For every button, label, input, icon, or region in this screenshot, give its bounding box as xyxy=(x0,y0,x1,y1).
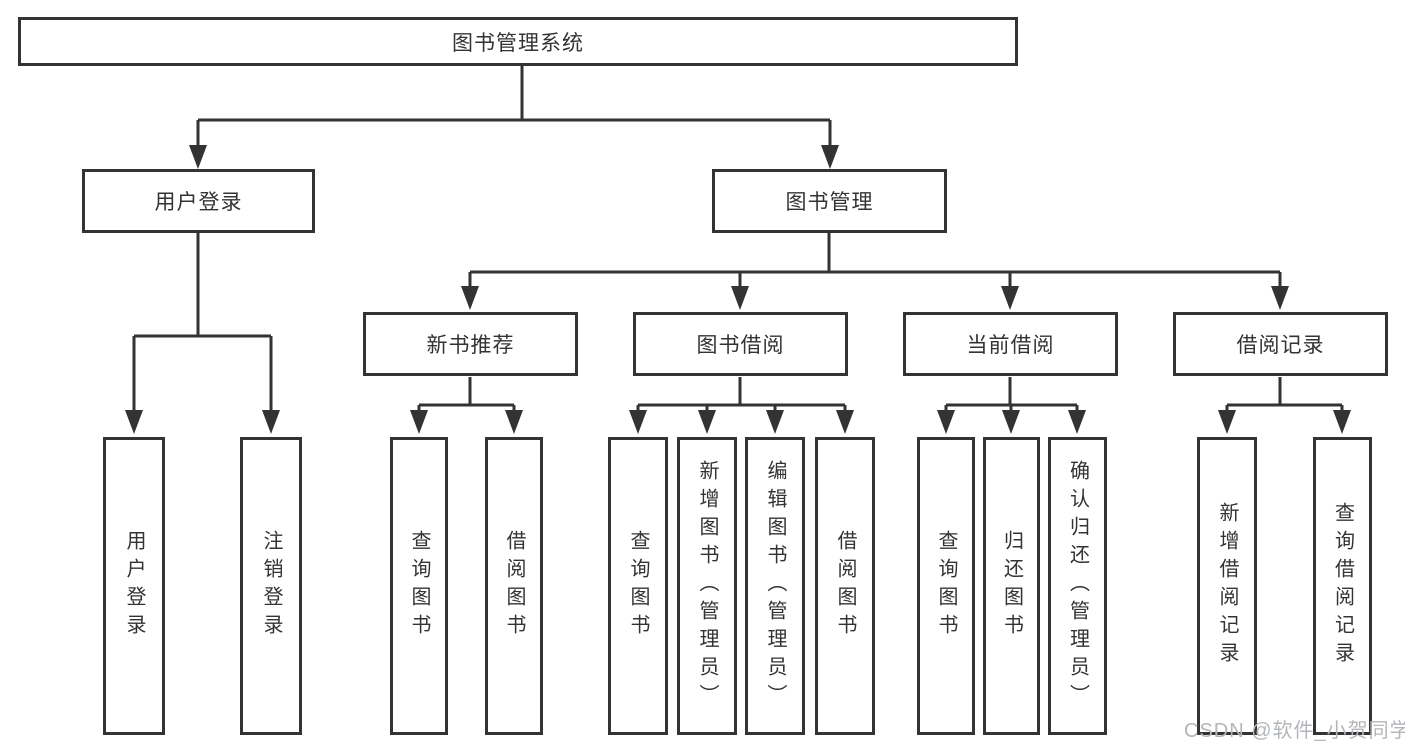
node-label: 图书管理系统 xyxy=(452,31,584,55)
arrowhead-icon xyxy=(1333,410,1351,434)
leaf-add-borrow-record: 新增借阅记录 xyxy=(1197,437,1257,735)
arrowhead-icon xyxy=(125,410,143,434)
node-label: 查询借阅记录 xyxy=(1331,502,1354,670)
connector-root-to-level2 xyxy=(196,66,832,148)
node-borrow-records: 借阅记录 xyxy=(1173,312,1388,376)
leaf-return-book: 归还图书 xyxy=(983,437,1040,735)
node-label: 新书推荐 xyxy=(426,334,515,357)
leaf-query-borrow-record: 查询借阅记录 xyxy=(1313,437,1372,735)
arrowhead-icon xyxy=(1271,286,1289,310)
arrowhead-icon xyxy=(629,410,647,434)
arrowhead-icon xyxy=(461,286,479,310)
leaf-add-book-admin: 新增图书（管理员） xyxy=(677,437,737,735)
leaf-borrow-books-borrowing: 借阅图书 xyxy=(815,437,875,735)
connector-currentborrow-to-children xyxy=(944,377,1079,414)
connector-bookmgmt-to-level3 xyxy=(468,233,1282,290)
node-label: 确认归还（管理员） xyxy=(1066,460,1089,712)
node-label: 注销登录 xyxy=(260,530,282,642)
node-label: 借阅图书 xyxy=(503,530,525,642)
node-book-management: 图书管理 xyxy=(712,169,947,233)
arrowhead-icon xyxy=(731,286,749,310)
leaf-user-login: 用户登录 xyxy=(103,437,165,735)
arrowhead-icon xyxy=(821,145,839,169)
node-label: 编辑图书（管理员） xyxy=(764,460,786,712)
connector-userlogin-to-children xyxy=(132,233,273,412)
arrowhead-icon xyxy=(1001,286,1019,310)
node-label: 当前借阅 xyxy=(966,334,1055,357)
arrowhead-icon xyxy=(1068,410,1086,434)
arrowhead-icon xyxy=(937,410,955,434)
node-user-login: 用户登录 xyxy=(82,169,315,233)
node-label: 借阅图书 xyxy=(834,530,856,642)
node-label: 图书管理 xyxy=(785,191,874,214)
node-label: 用户登录 xyxy=(123,530,145,642)
arrowhead-icon xyxy=(1218,410,1236,434)
node-label: 查询图书 xyxy=(935,530,957,642)
arrowhead-icon xyxy=(1002,410,1020,434)
node-library-system-root: 图书管理系统 xyxy=(18,17,1018,66)
arrowhead-icon xyxy=(189,145,207,169)
leaf-query-books-borrowing: 查询图书 xyxy=(608,437,668,735)
connector-newbooks-to-children xyxy=(417,377,516,414)
arrowhead-icon xyxy=(698,410,716,434)
arrowhead-icon xyxy=(505,410,523,434)
node-label: 新增借阅记录 xyxy=(1216,502,1238,670)
arrowhead-icon xyxy=(262,410,280,434)
leaf-query-books-newbooks: 查询图书 xyxy=(390,437,448,735)
arrowhead-icon xyxy=(766,410,784,434)
arrowhead-icon xyxy=(410,410,428,434)
leaf-edit-book-admin: 编辑图书（管理员） xyxy=(745,437,805,735)
node-current-borrowing: 当前借阅 xyxy=(903,312,1118,376)
arrowheads xyxy=(125,145,1351,434)
leaf-logout: 注销登录 xyxy=(240,437,302,735)
node-label: 图书借阅 xyxy=(696,334,785,357)
node-label: 借阅记录 xyxy=(1236,334,1325,357)
leaf-query-books-current: 查询图书 xyxy=(917,437,975,735)
connector-borrowrecords-to-children xyxy=(1225,377,1344,414)
node-label: 用户登录 xyxy=(154,191,243,214)
csdn-watermark: CSDN @软件_小贺同学 xyxy=(1184,720,1405,742)
node-label: 归还图书 xyxy=(1000,530,1023,642)
node-book-borrowing: 图书借阅 xyxy=(633,312,848,376)
node-label: 查询图书 xyxy=(408,530,430,642)
connector-bookborrow-to-children xyxy=(636,377,847,414)
arrowhead-icon xyxy=(836,410,854,434)
leaf-borrow-books-newbooks: 借阅图书 xyxy=(485,437,543,735)
node-label: 新增图书（管理员） xyxy=(696,460,718,712)
node-label: 查询图书 xyxy=(627,530,649,642)
node-new-book-recommend: 新书推荐 xyxy=(363,312,578,376)
leaf-confirm-return-admin: 确认归还（管理员） xyxy=(1048,437,1107,735)
